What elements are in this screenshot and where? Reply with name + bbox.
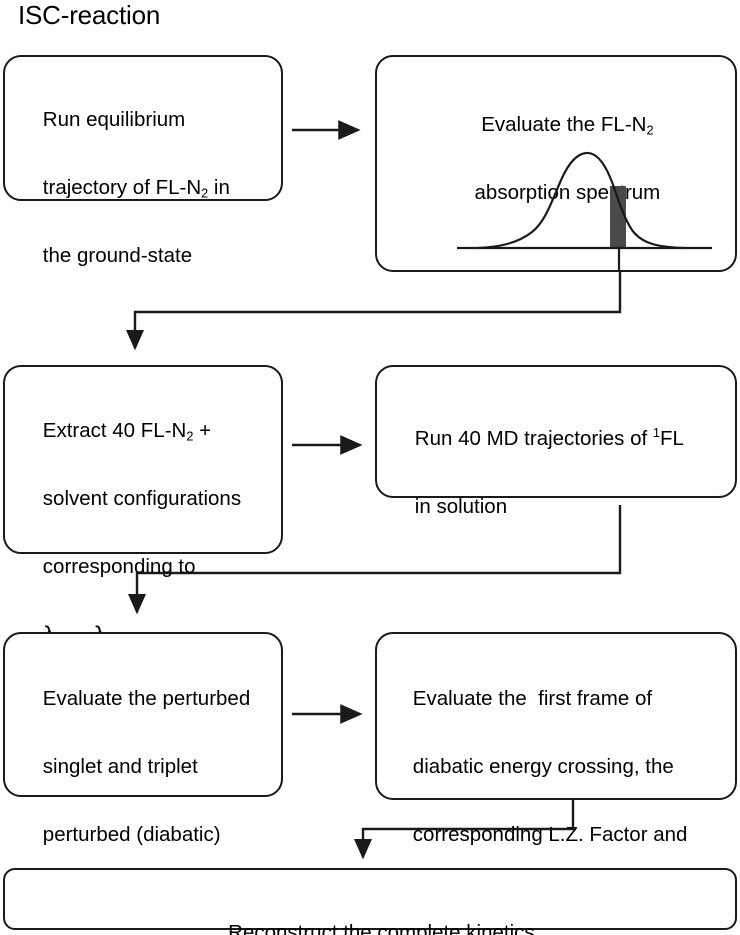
box-reconstruct-kinetics[interactable]	[3, 868, 737, 930]
box-run-md-trajectories-text: Run 40 MD trajectories of 1FL in solutio…	[392, 388, 727, 558]
spectrum-gaussian-curve	[477, 151, 685, 250]
b1-line2-a: trajectory of FL-N	[42, 176, 202, 199]
box-evaluate-crossing-lz[interactable]	[375, 632, 737, 800]
box-extract-configurations[interactable]	[3, 365, 283, 554]
b7-line1: Reconstruct the complete kinetics	[228, 921, 535, 935]
box-evaluate-perturbed-energies[interactable]	[3, 632, 283, 797]
absorption-spectrum-plot	[457, 151, 712, 272]
box-run-equilibrium-trajectory[interactable]	[3, 55, 283, 201]
b6-line2: diabatic energy crossing, the	[412, 755, 674, 778]
b6-line3: corresponding L.Z. Factor and	[412, 823, 688, 846]
b5-line3: perturbed (diabatic)	[42, 823, 221, 846]
b5-line2: singlet and triplet	[42, 755, 198, 778]
box-evaluate-absorption-spectrum-text: Evaluate the FL-N2 absorption spectrum	[385, 74, 727, 244]
box-evaluate-perturbed-energies-text: Evaluate the perturbed singlet and tripl…	[20, 648, 282, 935]
b5-line1: Evaluate the perturbed	[42, 687, 251, 710]
b2-line2: absorption spectrum	[474, 181, 661, 204]
b3-line1-a: Extract 40 FL-N	[42, 419, 187, 442]
b3-line1-b: +	[193, 419, 212, 442]
b1-line2-subscript: 2	[201, 185, 209, 201]
box-run-md-trajectories[interactable]	[375, 365, 737, 498]
b4-line1-a: Run 40 MD trajectories of	[414, 427, 653, 450]
spectrum-shaded-slice-body	[610, 186, 626, 248]
b2-line1-subscript: 2	[646, 122, 654, 138]
b3-line3: corresponding to	[42, 555, 196, 578]
page-title: ISC-reaction	[18, 0, 161, 30]
b1-line3: the ground-state	[42, 244, 193, 267]
b1-line2-b: in	[208, 176, 230, 199]
b6-line1: Evaluate the first frame of	[412, 687, 653, 710]
box-evaluate-absorption-spectrum[interactable]	[375, 55, 737, 272]
b2-line1-a: Evaluate the FL-N	[481, 113, 647, 136]
b3-line1-subscript: 2	[186, 428, 194, 444]
b3-line2: solvent configurations	[42, 487, 242, 510]
b4-line2: in solution	[414, 495, 508, 518]
box-reconstruct-kinetics-text: Reconstruct the complete kinetics	[3, 882, 737, 935]
box-run-equilibrium-trajectory-text: Run equilibrium trajectory of FL-N2 in t…	[20, 69, 278, 307]
b4-line1-b: FL	[660, 427, 684, 450]
b1-line1: Run equilibrium	[42, 108, 186, 131]
b4-line1-superscript: 1	[652, 425, 660, 441]
